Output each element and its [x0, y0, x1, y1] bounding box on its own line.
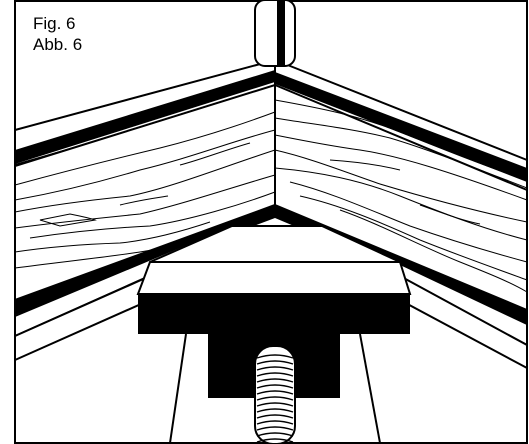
top-screw	[254, 0, 296, 67]
figure-caption: Fig. 6 Abb. 6	[33, 13, 83, 55]
clamp-rails	[169, 333, 381, 444]
clamp-pad	[136, 225, 412, 334]
figure-label-en: Fig. 6	[33, 14, 76, 33]
threaded-screw	[254, 345, 296, 444]
figure-label-de: Abb. 6	[33, 35, 83, 54]
wood-board-left	[14, 83, 276, 315]
